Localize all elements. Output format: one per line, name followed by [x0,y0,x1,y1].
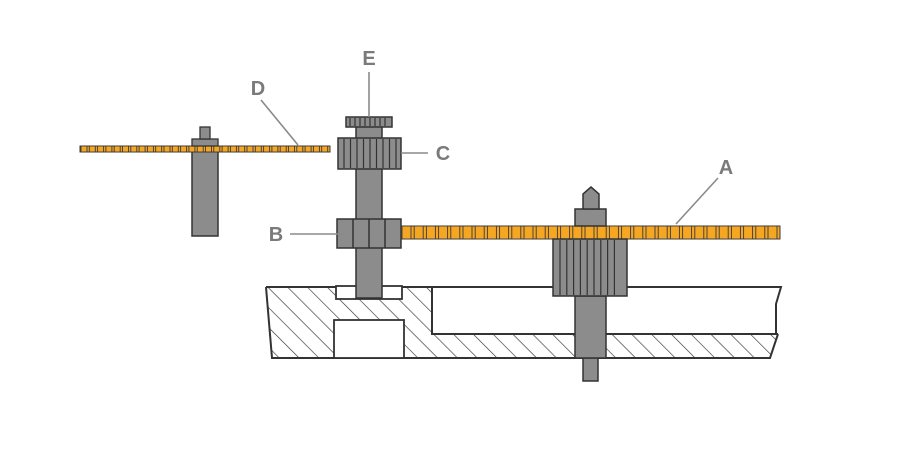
gear-a-tooth [633,225,644,240]
gear-a-tooth [645,225,656,240]
gear-d-tooth [221,145,229,153]
knurled-cap-e-ridges [349,118,386,126]
gear-a-tooth [523,225,534,240]
right-pinion-leaves [559,240,616,295]
gear-d-tooth [304,145,312,153]
gear-a-tooth [462,225,473,240]
gear-d-tooth [130,145,138,153]
gear-d-tooth [196,145,204,153]
gear-d-tooth [205,145,212,153]
gear-d-tooth [263,145,271,153]
gear-a-tooth [584,225,595,240]
base-plate-recess-cavity [333,319,405,359]
gear-a-tooth [718,225,729,240]
gear-d-tooth [188,145,196,153]
gear-d-tooth [146,145,154,153]
gear-d-tooth [246,145,254,153]
pinion-c-leaves [343,139,397,168]
label-c: C [436,143,450,165]
gear-a-tooth [657,225,668,240]
label-d: D [251,78,265,100]
gear-d-tooth [113,145,121,153]
gear-a-tooth [743,225,754,240]
gear-a-tooth [694,225,705,240]
label-a: A [719,157,733,179]
gear-a-tooth [621,225,632,240]
gear-d-tooth [229,145,237,153]
gear-d-teeth [80,145,329,153]
gear-a-tooth [499,225,510,240]
gear-a-tooth [535,225,546,240]
gear-d-tooth [88,145,96,153]
right-arbor-shaft [574,295,607,359]
center-arbor [336,116,402,299]
base-plate-outline [265,286,783,359]
base-plate [265,285,783,359]
gear-a-tooth [425,225,436,240]
gear-a-tooth [474,225,485,240]
gear-a-tooth [730,225,741,240]
gear-a-tooth [511,225,522,240]
gear-d-tooth [105,145,113,153]
gear-a-tooth [413,225,424,240]
gear-a-tooth [706,225,717,240]
gear-d-tooth [97,145,105,153]
gear-a-tooth [596,225,607,240]
gear-d-tooth [312,145,320,153]
gear-d-tooth [271,145,279,153]
gear-d-pivot [199,126,211,140]
gear-d-tooth [288,145,295,153]
gear-d-tooth [163,145,171,153]
gear-a-tooth [438,225,449,240]
gear-d-collet [191,138,219,147]
gear-a-tooth [450,225,461,240]
gear-a-tooth [608,225,619,240]
gear-a-tooth [401,225,412,240]
gear-d-tooth [155,145,163,153]
gear-d-tooth [321,145,329,153]
gear-a-tooth [572,225,583,240]
right-arbor-top-pivot [582,186,600,210]
gear-a-tooth [767,225,778,240]
gear-a-tooth [560,225,571,240]
gear-d-tooth [122,145,129,153]
right-pinion [552,238,628,297]
gear-d-tooth [213,145,221,153]
gear-a-tooth [547,225,558,240]
gear-a-teeth [401,225,778,240]
gear-d-tooth [171,145,179,153]
gear-a-tooth [486,225,497,240]
gear-d-tooth [296,145,304,153]
right-arbor-lower-pivot [582,357,599,382]
gear-d-tooth [279,145,287,153]
gear-a-tooth [755,225,766,240]
label-b: B [269,224,283,246]
gear-d-arbor [191,149,219,237]
label-e: E [362,48,375,70]
right-arbor-collet [574,208,607,227]
gear-d-tooth [254,145,262,153]
gear-a [400,225,781,240]
leader-lines [260,72,719,235]
gear-d-tooth [138,145,146,153]
gear-d [79,126,331,237]
gear-d-tooth [238,145,246,153]
gear-d-tooth [180,145,188,153]
gear-a-tooth [682,225,693,240]
gear-d-tooth [80,145,88,153]
gear-a-tooth [669,225,680,240]
part-labels: A B C D E [251,48,733,246]
right-arbor [552,186,628,382]
leader-line-d [260,99,299,146]
leader-line-a [675,177,719,225]
